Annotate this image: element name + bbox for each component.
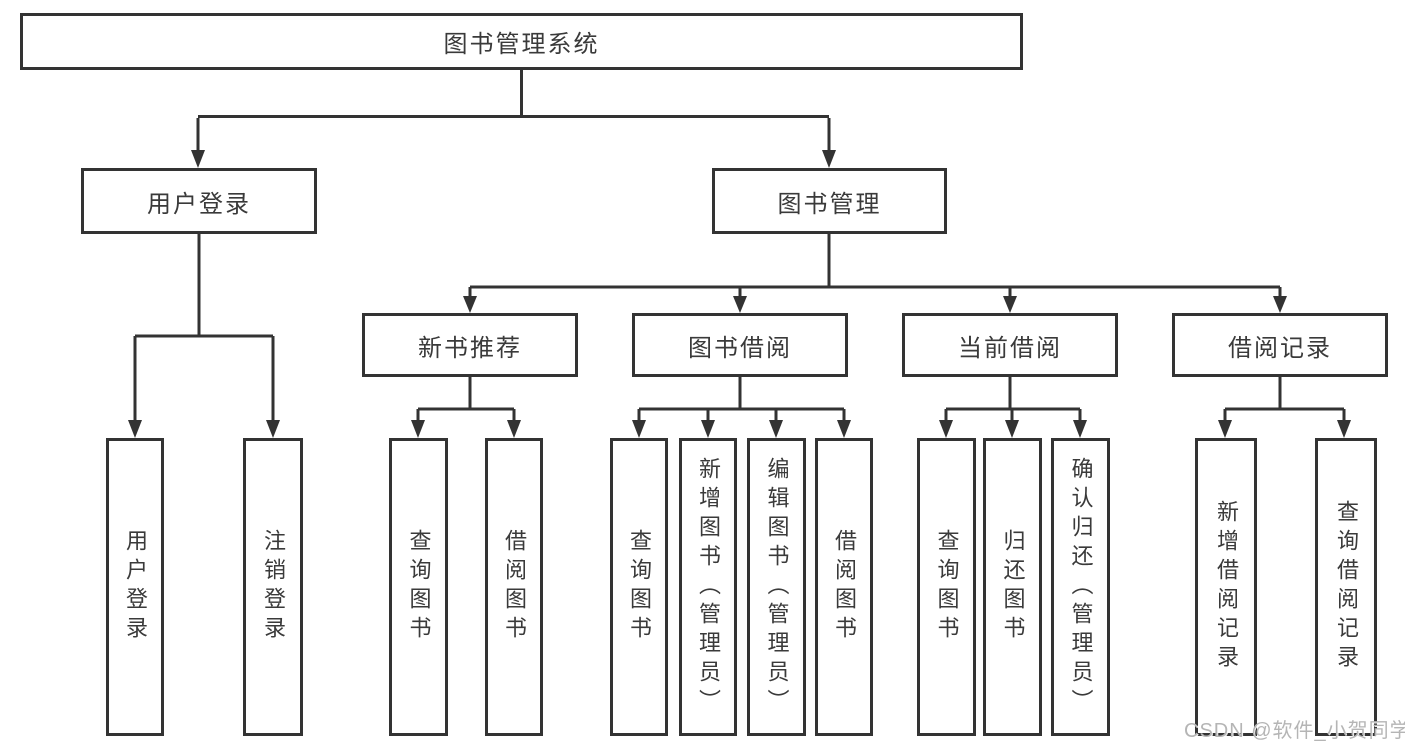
leaf-label: 用户登录 — [123, 529, 148, 645]
leaf-label: 查询图书 — [406, 529, 432, 645]
connector-new-book-branch — [411, 377, 521, 438]
node-leaf-query-book-3: 查询图书 — [917, 438, 976, 736]
leaf-label: 注销登录 — [261, 529, 286, 645]
node-leaf-edit-book-admin: 编辑图书（管理员） — [747, 438, 806, 736]
node-label: 图书管理 — [777, 190, 882, 218]
leaf-label: 查询图书 — [934, 529, 960, 645]
node-leaf-add-book-admin: 新增图书（管理员） — [679, 438, 737, 736]
node-leaf-query-book-2: 查询图书 — [610, 438, 668, 736]
leaf-label: 编辑图书（管理员） — [764, 456, 790, 718]
node-book-borrow: 图书借阅 — [632, 313, 848, 377]
node-current-borrow: 当前借阅 — [902, 313, 1118, 377]
connector-borrow-record-branch — [1218, 377, 1351, 438]
node-borrow-record: 借阅记录 — [1172, 313, 1388, 377]
leaf-label: 新增图书（管理员） — [696, 456, 721, 718]
node-leaf-user-login: 用户登录 — [106, 438, 164, 736]
leaf-label: 借阅图书 — [502, 529, 527, 645]
node-leaf-borrow-book-2: 借阅图书 — [815, 438, 873, 736]
node-leaf-query-borrow-record: 查询借阅记录 — [1315, 438, 1377, 736]
node-label: 用户登录 — [147, 190, 251, 218]
node-user-login-group: 用户登录 — [81, 168, 317, 234]
node-leaf-add-borrow-record: 新增借阅记录 — [1195, 438, 1257, 736]
connector-current-borrow-branch — [939, 377, 1087, 438]
leaf-label: 借阅图书 — [832, 529, 857, 645]
node-leaf-return-book: 归还图书 — [983, 438, 1042, 736]
node-leaf-query-book-1: 查询图书 — [389, 438, 448, 736]
leaf-label: 查询借阅记录 — [1334, 500, 1359, 674]
node-leaf-confirm-return-admin: 确认归还（管理员） — [1051, 438, 1110, 736]
connector-user-login-branch — [128, 234, 280, 438]
node-root-label: 图书管理系统 — [443, 31, 600, 58]
connector-book-mgmt-branch — [463, 234, 1287, 313]
node-label: 图书借阅 — [688, 334, 792, 362]
leaf-label: 新增借阅记录 — [1214, 500, 1239, 674]
connector-book-borrow-branch — [632, 377, 851, 438]
node-label: 当前借阅 — [958, 334, 1062, 362]
node-new-book-recommend: 新书推荐 — [362, 313, 578, 377]
connector-root-to-level2 — [191, 70, 836, 168]
node-book-management: 图书管理 — [712, 168, 947, 234]
node-label: 新书推荐 — [418, 334, 522, 362]
leaf-label: 归还图书 — [1000, 529, 1026, 645]
node-root-system: 图书管理系统 — [20, 13, 1023, 70]
csdn-watermark: CSDN @软件_小贺同学 — [1184, 720, 1405, 742]
leaf-label: 确认归还（管理员） — [1068, 456, 1094, 718]
node-leaf-borrow-book-1: 借阅图书 — [485, 438, 543, 736]
leaf-label: 查询图书 — [627, 529, 652, 645]
node-label: 借阅记录 — [1228, 334, 1332, 362]
node-leaf-logout: 注销登录 — [243, 438, 303, 736]
